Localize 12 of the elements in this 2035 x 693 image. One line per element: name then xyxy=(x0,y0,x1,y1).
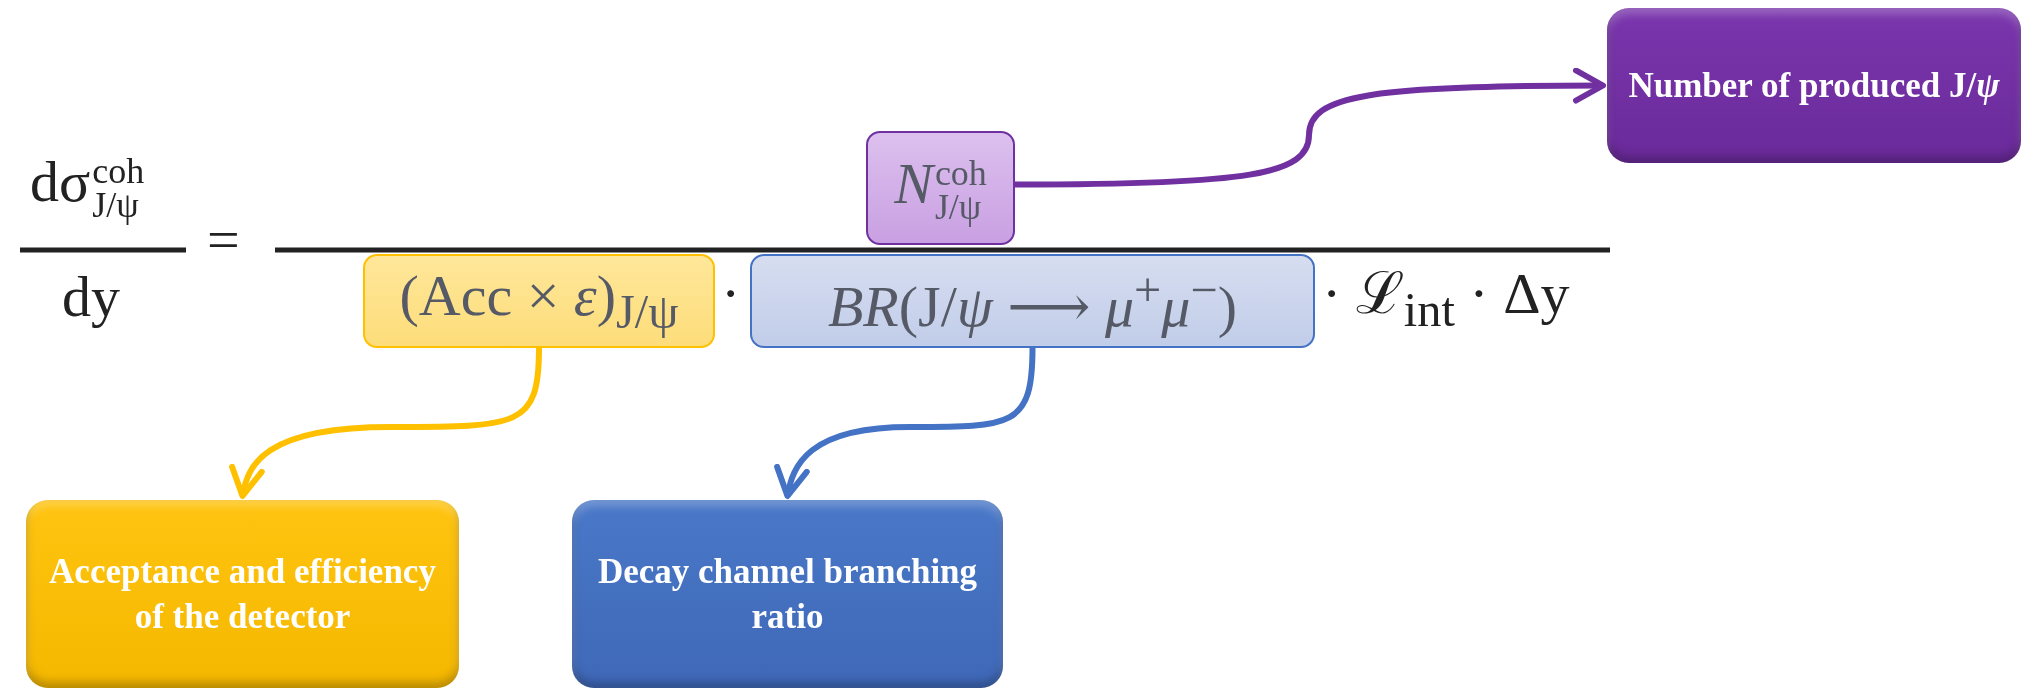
curved-arrow xyxy=(1015,67,1606,188)
highlighted-term: BR(J/ψ ⟶ μ$^{+}$μ$^{−}$) xyxy=(750,254,1315,348)
highlighted-term: (Acc × ε)$_{J/ψ}$ xyxy=(363,254,715,348)
math-expression: · xyxy=(721,262,741,326)
callout-box: Acceptance and efficiency of the detector xyxy=(26,500,459,688)
callout-box: Decay channel branching ratio xyxy=(572,500,1003,688)
curved-arrow xyxy=(775,347,1036,499)
callout-box: Number of produced J/ψ xyxy=(1607,8,2021,163)
curved-arrow xyxy=(230,347,542,499)
math-expression: · ℒ$_{int}$ · Δy xyxy=(1322,262,1570,336)
math-expression: = xyxy=(207,208,240,272)
math-expression: dy xyxy=(62,265,120,329)
